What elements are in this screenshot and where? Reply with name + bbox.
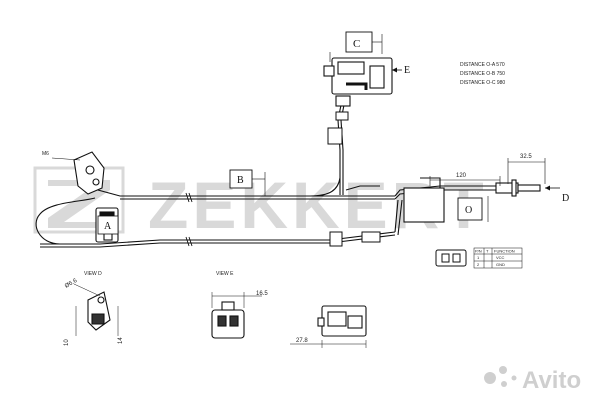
watermark-logo-z bbox=[48, 180, 110, 228]
thread-leader bbox=[51, 157, 81, 161]
view-e-side-dims bbox=[290, 340, 367, 348]
view-d-dims bbox=[75, 306, 119, 336]
avito-dot-4 bbox=[511, 375, 517, 381]
pin-row-2-no: 2 bbox=[477, 262, 480, 267]
callout-a-box bbox=[97, 215, 119, 235]
avito-dot-2 bbox=[499, 366, 507, 374]
view-e-label: VIEW E bbox=[216, 271, 234, 277]
dim-14: 14 bbox=[118, 337, 124, 344]
pin-row-1-no: 1 bbox=[477, 255, 480, 260]
pin-connector-icon bbox=[435, 249, 467, 267]
callout-a: A bbox=[104, 221, 112, 232]
callout-o-box bbox=[457, 197, 483, 221]
avito-dot-1 bbox=[484, 372, 496, 384]
callout-c: C bbox=[353, 38, 360, 50]
avito-watermark: Avito bbox=[484, 366, 581, 394]
connector-c bbox=[323, 57, 393, 107]
distance-oa: DISTANCE O-A 570 bbox=[460, 62, 505, 68]
dim-27-8: 27.8 bbox=[296, 338, 308, 344]
callout-o: O bbox=[465, 205, 472, 216]
dim-16-5: 16.5 bbox=[256, 291, 268, 297]
mounting-bracket bbox=[73, 151, 105, 195]
distance-oc: DISTANCE O-C 980 bbox=[460, 80, 505, 86]
pin-row-2-function: GND bbox=[496, 262, 505, 267]
view-d-leader bbox=[73, 283, 101, 297]
callout-b: B bbox=[237, 175, 244, 186]
view-d-label: VIEW D bbox=[84, 271, 102, 277]
distance-ob: DISTANCE O-B 750 bbox=[460, 71, 505, 77]
dim-10: 10 bbox=[64, 339, 70, 346]
avito-dot-3 bbox=[501, 381, 507, 387]
callout-e: E bbox=[404, 65, 410, 76]
break-marks bbox=[185, 192, 193, 247]
avito-text: Avito bbox=[522, 367, 581, 394]
pin-header-t: T bbox=[486, 249, 489, 254]
pin-table bbox=[473, 247, 523, 269]
pin-header-function: FUNCTION bbox=[494, 249, 515, 254]
callout-e-arrowhead bbox=[392, 67, 397, 73]
sensor-head bbox=[403, 177, 541, 223]
callout-d-arrowhead bbox=[545, 185, 550, 191]
dimension-120 bbox=[429, 176, 501, 186]
view-e-dims bbox=[211, 292, 262, 308]
dim-120: 120 bbox=[456, 173, 467, 179]
dim-6-6: Ø6.6 bbox=[64, 278, 79, 290]
cable-clips bbox=[327, 111, 381, 247]
thread-label: M6 bbox=[42, 151, 49, 157]
view-e-front bbox=[211, 301, 245, 339]
pin-header-pn: P/N bbox=[475, 249, 482, 254]
pin-row-1-function: VCC bbox=[496, 255, 505, 260]
dim-32-5: 32.5 bbox=[520, 154, 532, 160]
view-e-side bbox=[317, 305, 367, 337]
callout-d: D bbox=[562, 193, 569, 204]
dimension-32-5 bbox=[507, 158, 546, 184]
view-d-part bbox=[87, 291, 111, 331]
